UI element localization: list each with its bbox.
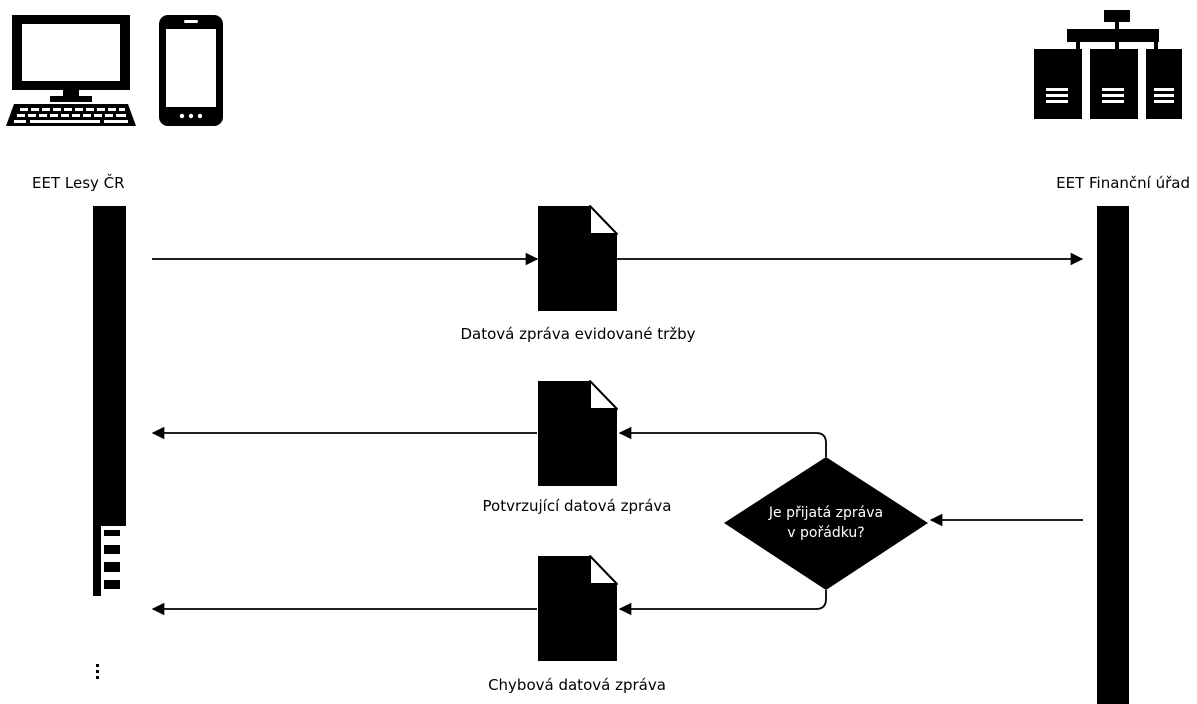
participant-label-right: EET Finanční úřad [1056, 174, 1190, 192]
decision-text-line1: Je přijatá zpráva [768, 505, 883, 521]
smartphone-icon [159, 15, 223, 126]
request-document-icon [538, 205, 618, 311]
lifeline-left [93, 206, 126, 679]
error-document-icon [538, 555, 618, 661]
confirmation-message-label: Potvrzující datová zpráva [483, 497, 672, 515]
confirmation-document-icon [538, 380, 618, 486]
decision-to-confirmation-connector [618, 426, 827, 457]
participant-label-left: EET Lesy ČR [32, 173, 125, 192]
server-cluster-icon [1034, 10, 1182, 119]
decision-diamond [724, 457, 928, 590]
decision-text-line2: v pořádku? [787, 525, 864, 541]
request-message-label: Datová zpráva evidované tržby [460, 325, 695, 343]
desktop-computer-icon [6, 15, 136, 126]
error-message-label: Chybová datová zpráva [488, 676, 666, 694]
lifeline-right [1097, 206, 1129, 704]
decision-to-error-connector [618, 590, 827, 616]
